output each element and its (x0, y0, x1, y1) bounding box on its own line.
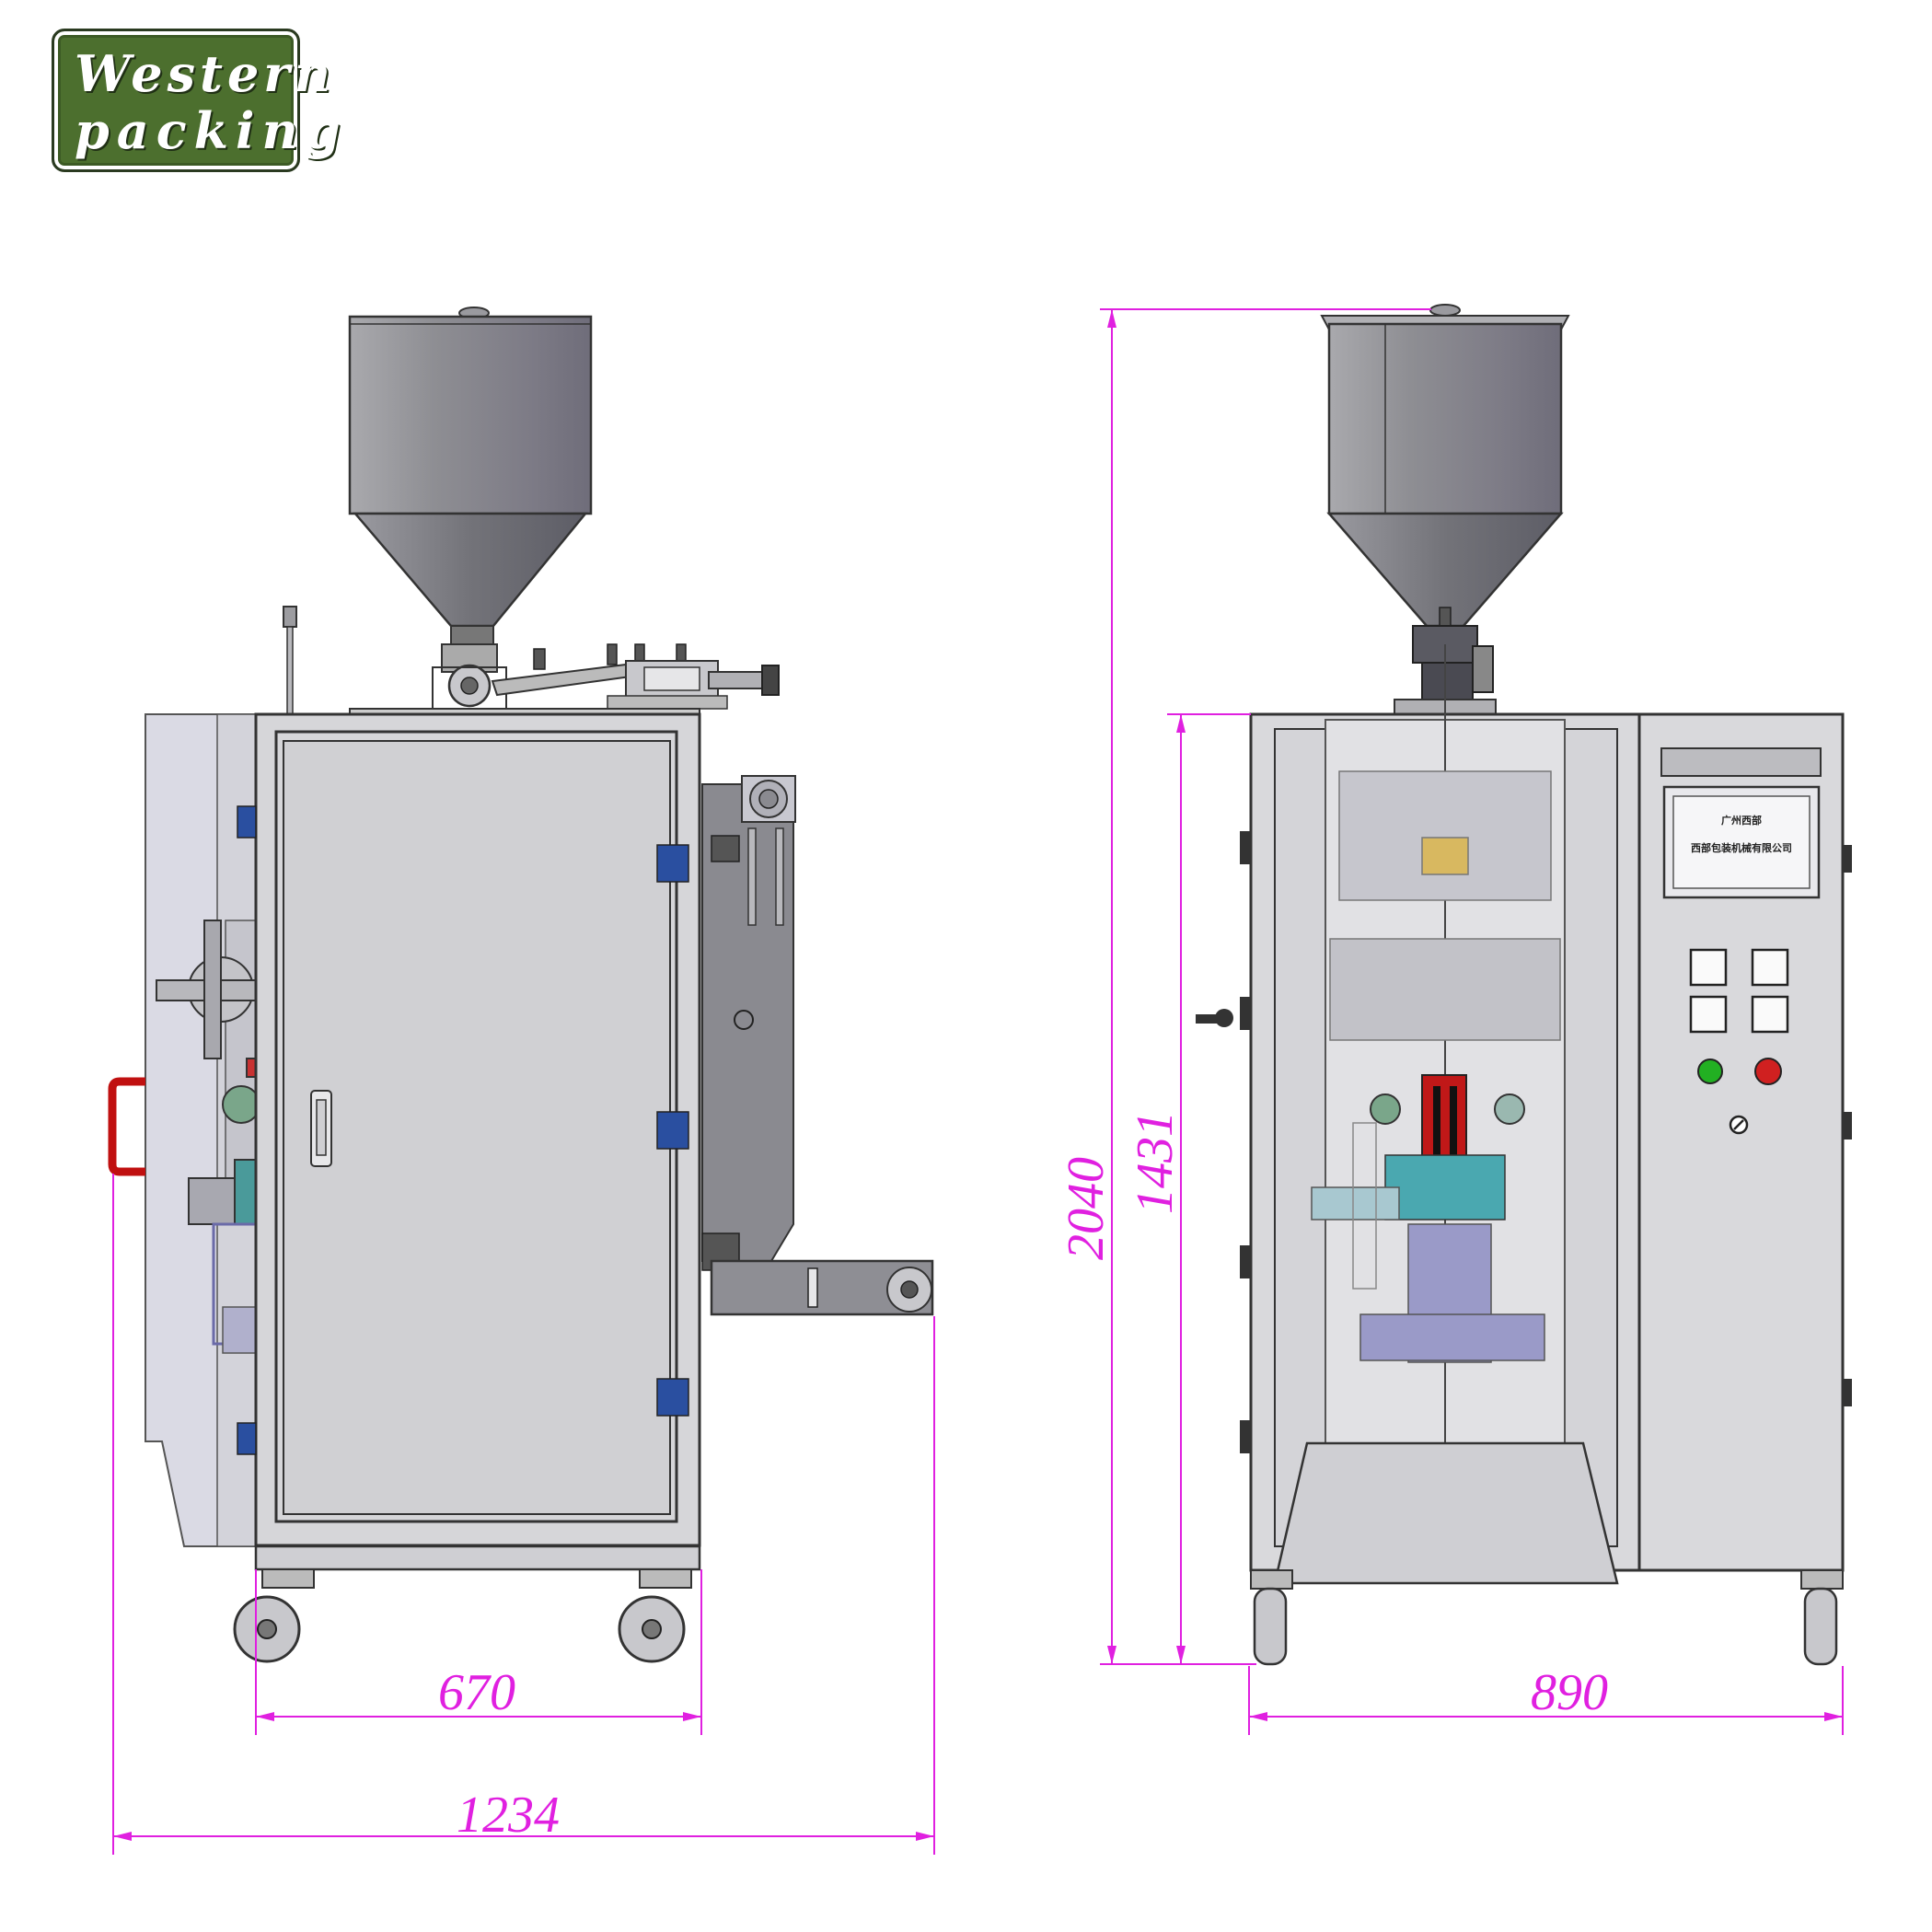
side-hopper (348, 307, 593, 645)
dimension-1431: 1431 (1127, 1111, 1184, 1214)
side-view: 670 1234 (108, 307, 935, 1855)
side-film-unit (145, 713, 260, 1547)
red-handle (108, 1077, 145, 1176)
side-casters (233, 1568, 692, 1663)
western-packing-logo: Western packing (52, 29, 341, 172)
side-dimensions: 670 1234 (112, 1174, 935, 1855)
start-button (1697, 1059, 1723, 1084)
front-frame (1249, 644, 1641, 1585)
stop-button (1754, 1058, 1782, 1085)
dimension-2040: 2040 (1058, 1157, 1115, 1260)
dimension-890: 890 (1531, 1664, 1608, 1721)
side-back-plate (701, 775, 934, 1316)
front-hopper (1320, 304, 1570, 629)
front-casters (1250, 1569, 1844, 1666)
logo-line-1: Western (75, 44, 336, 103)
front-control-panel: 广州西部 西部包装机械有限公司 (1637, 712, 1845, 1572)
logo-line-2: packing (75, 101, 348, 160)
front-dimensions: 2040 1431 890 (1058, 308, 1844, 1735)
side-cabinet (237, 712, 701, 1571)
dimension-1234: 1234 (457, 1787, 560, 1844)
side-valve-assembly (432, 643, 780, 710)
dimension-670: 670 (438, 1664, 515, 1721)
hmi-line-1: 广州西部 (1721, 814, 1762, 827)
hmi-line-2: 西部包装机械有限公司 (1691, 841, 1792, 854)
front-view: 广州西部 西部包装机械有限公司 (1058, 304, 1852, 1735)
